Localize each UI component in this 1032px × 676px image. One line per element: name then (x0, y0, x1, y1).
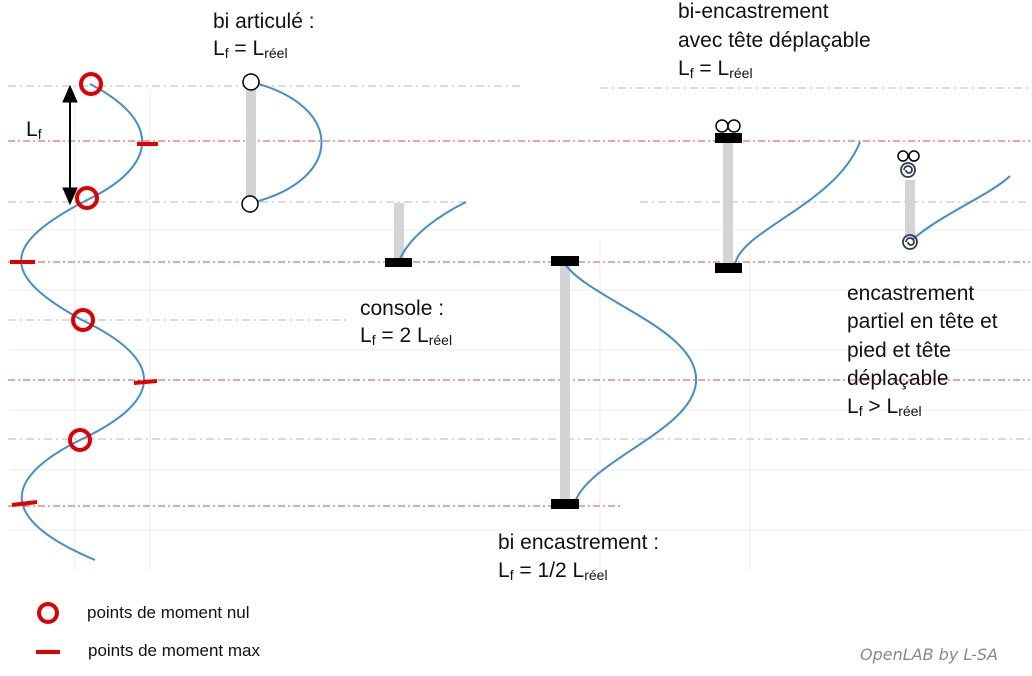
bi-encastrement-column (551, 256, 698, 509)
legend-zero-moment-label: points de moment nul (87, 603, 250, 622)
bi-articule-column (241, 73, 323, 213)
fixed-support (385, 258, 412, 267)
fixed-support-bottom (551, 499, 579, 509)
bi-articule-title: bi articulé : (213, 10, 315, 33)
spring-top-icon (900, 162, 916, 178)
legend-zero-moment-icon (37, 602, 59, 624)
encastrement-partiel-line1: encastrement (847, 282, 975, 305)
pin-support-bottom (241, 195, 259, 213)
encastrement-partiel-line2: partiel en tête et (847, 310, 998, 333)
zero-moment-marker (68, 428, 92, 452)
console-formula: Lf = 2 Lréel (360, 324, 453, 348)
encastrement-partiel-line3: pied et tête (847, 339, 951, 362)
roller-icon (897, 150, 909, 162)
reference-lines-red (8, 140, 1030, 507)
reference-deformation-curve (20, 83, 145, 561)
bi-encastrement-deplacable-column (715, 119, 861, 273)
roller-icon (715, 119, 729, 133)
max-moment-marker (133, 379, 158, 385)
background-grid (10, 90, 1030, 570)
zero-moment-marker (79, 72, 103, 96)
fixed-support-bottom (715, 263, 742, 273)
encastrement-partiel-line4: déplaçable (847, 367, 949, 390)
lf-label: Lf (26, 118, 42, 142)
fixed-support-top (715, 133, 742, 143)
bi-articule-formula: Lf = Lréel (213, 37, 288, 61)
encastrement-partiel-column (897, 150, 1011, 250)
zero-moment-marker (75, 186, 99, 210)
bi-encastrement-deplacable-formula: Lf = Lréel (678, 57, 753, 81)
watermark: OpenLAB by L-SA (860, 645, 998, 664)
max-moment-marker (11, 500, 38, 507)
encastrement-partiel-formula: Lf > Lréel (847, 395, 922, 419)
console-column (385, 201, 467, 267)
zero-moment-markers (68, 72, 103, 452)
legend-max-moment-label: points de moment max (88, 641, 260, 660)
zero-moment-marker (71, 308, 95, 332)
roller-icon (727, 119, 741, 133)
bi-encastrement-formula: Lf = 1/2 Lréel (498, 559, 608, 583)
console-title: console : (360, 297, 445, 320)
lf-dimension-arrow (62, 84, 78, 206)
fixed-support-top (551, 256, 579, 266)
spring-bottom-icon (902, 234, 918, 250)
roller-icon (908, 150, 920, 162)
bi-encastrement-deplacable-line1: bi-encastrement (678, 0, 829, 23)
pin-support-top (242, 73, 260, 91)
max-moment-markers (10, 142, 158, 507)
bi-encastrement-title: bi encastrement : (498, 531, 660, 554)
bi-encastrement-deplacable-line2: avec tête déplaçable (678, 29, 871, 52)
